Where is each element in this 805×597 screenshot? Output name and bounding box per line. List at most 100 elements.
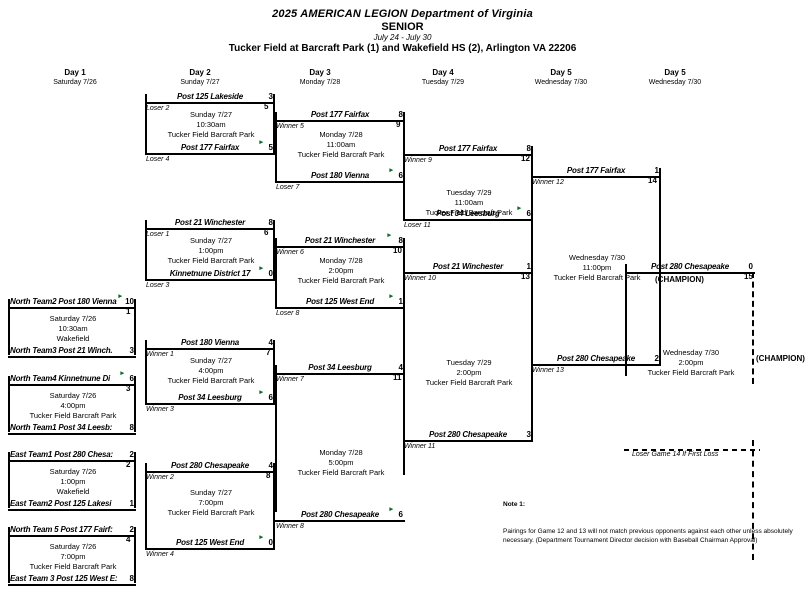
- game-3-top-slot[interactable]: East Team1 Post 280 Chesa: 2: [8, 450, 136, 462]
- game-3-bottom-slot[interactable]: East Team2 Post 125 Lakesi 1: [8, 499, 136, 511]
- game-8-top-slot[interactable]: Post 280 Chesapeake 4: [145, 461, 275, 473]
- game-7-bottom-team: Post 34 Leesburg: [178, 393, 242, 402]
- game-9-date: Monday 7/28: [319, 130, 363, 139]
- game-12-top-score: 8: [526, 144, 531, 153]
- game-1-top-slot[interactable]: North Team2 Post 180 Vienna ▸ 10: [8, 293, 136, 309]
- day-column-6-name: Day 5: [664, 68, 686, 77]
- game-3-number: 2: [126, 460, 131, 469]
- game-6-top-score: 8: [268, 218, 273, 227]
- game-4-info: Saturday 7/26 7:00pm Tucker Field Barcra…: [12, 542, 134, 572]
- game-9-top-slot[interactable]: Post 177 Fairfax 8: [275, 110, 405, 122]
- game-14-bottom-score: 2: [654, 354, 659, 363]
- game-4-top-team: North Team 5 Post 177 Fairf:: [10, 525, 113, 534]
- game-11-bottom-advance-icon: ▸: [389, 506, 393, 513]
- game-2-top-slot[interactable]: North Team4 Kinnetnune Di ▸ 6: [8, 370, 136, 386]
- game-12-top-slot[interactable]: Post 177 Fairfax 8: [403, 144, 533, 156]
- game-5-info: Sunday 7/27 10:30am Tucker Field Barcraf…: [150, 110, 272, 140]
- game-15-number: 15: [744, 272, 753, 281]
- game-5-right-bar: [273, 94, 275, 154]
- game-8-bottom-slot[interactable]: Post 125 West End ▸ 0: [145, 534, 275, 550]
- game-2-left-bar: [8, 376, 10, 432]
- game-11-top-slot[interactable]: Post 34 Leesburg 4: [275, 363, 405, 375]
- game-7-bottom-score: 6: [268, 393, 273, 402]
- game-15-top-slot[interactable]: Post 280 Chesapeake 0: [625, 262, 755, 274]
- game-1-top-advance-icon: ▸: [118, 293, 122, 300]
- game-6-top-team: Post 21 Winchester: [174, 218, 246, 227]
- game-1-bottom-slot[interactable]: North Team3 Post 21 Winch. 3: [8, 346, 136, 358]
- game-9-bottom-advance-icon: ▸: [389, 167, 393, 174]
- game-5-bottom-score: 5: [268, 143, 273, 152]
- game-2-top-advance-icon: ▸: [120, 370, 124, 377]
- game-6-top-slot[interactable]: Post 21 Winchester 8: [145, 218, 275, 230]
- game-14-info: Wednesday 7/30 11:00pm Tucker Field Barc…: [536, 253, 658, 283]
- game-13-bottom-slot[interactable]: Post 280 Chesapeake 3: [403, 430, 533, 442]
- game-10-bottom-slot[interactable]: Post 125 West End ▸ 1: [275, 293, 405, 309]
- game-11-bottom-slot[interactable]: Post 280 Chesapeake ▸ 6: [275, 506, 405, 522]
- game-10-bottom-score: 1: [398, 297, 403, 306]
- loser-game-14-dashed-connector: [624, 449, 760, 451]
- game-9-field: Tucker Field Barcraft Park: [297, 150, 385, 159]
- game-10-time: 2:00pm: [328, 266, 354, 275]
- game-10-top-team: Post 21 Winchester: [304, 236, 376, 245]
- game-7-info: Sunday 7/27 4:00pm Tucker Field Barcraft…: [150, 356, 272, 386]
- game-15-bottom-source: Loser Game 14 If First Loss: [632, 451, 719, 458]
- game-2-bottom-slot[interactable]: North Team1 Post 34 Leesb: 8: [8, 423, 136, 435]
- game-10-top-slot[interactable]: Post 21 Winchester ▸ 8: [275, 232, 405, 248]
- game-6-time: 1:00pm: [198, 246, 224, 255]
- game-4-bottom-score: 8: [129, 574, 134, 583]
- game-10-field: Tucker Field Barcraft Park: [297, 276, 385, 285]
- game-8-field: Tucker Field Barcraft Park: [167, 508, 255, 517]
- game-8-number: 8: [266, 471, 271, 480]
- game-3-date: Saturday 7/26: [49, 467, 97, 476]
- notes-section: Note 1: Pairings for Game 12 and 13 will…: [503, 464, 803, 597]
- game-12-bottom-team: Post 34 Leesburg: [436, 209, 500, 218]
- game-15-field: Tucker Field Barcraft Park: [647, 368, 735, 377]
- game-14-top-slot[interactable]: Post 177 Fairfax 1: [531, 166, 661, 178]
- game-3-right-bar: [134, 452, 136, 508]
- game-15-top-champion-label: (CHAMPION): [655, 275, 704, 284]
- game-4-top-slot[interactable]: North Team 5 Post 177 Fairf: 2: [8, 525, 136, 537]
- game-2-info: Saturday 7/26 4:00pm Tucker Field Barcra…: [12, 391, 134, 421]
- game-12-bottom-slot[interactable]: Post 34 Leesburg ▸ 6: [403, 205, 533, 221]
- game-8-top-score: 4: [268, 461, 273, 470]
- game-15-date: Wednesday 7/30: [662, 348, 720, 357]
- game-9-bottom-slot[interactable]: Post 180 Vienna ▸ 6: [275, 167, 405, 183]
- game-5-bottom-slot[interactable]: Post 177 Fairfax ▸ 5: [145, 139, 275, 155]
- game-8-time: 7:00pm: [198, 498, 224, 507]
- game-9-left-bar: [275, 112, 277, 182]
- game-5-top-slot[interactable]: Post 125 Lakeside 3: [145, 92, 275, 104]
- game-2-bottom-team: North Team1 Post 34 Leesb:: [10, 423, 113, 432]
- game-5-bottom-advance-icon: ▸: [259, 139, 263, 146]
- day-column-5: Day 5 Wednesday 7/30: [506, 68, 616, 86]
- game-11-info: Monday 7/28 5:00pm Tucker Field Barcraft…: [280, 448, 402, 478]
- loser-path-dashed-bar: [752, 440, 754, 560]
- game-9-bottom-source: Loser 7: [276, 184, 300, 191]
- game-2-number: 3: [126, 384, 131, 393]
- game-8-bottom-source: Winner 4: [146, 551, 174, 558]
- game-1-number: 1: [126, 307, 131, 316]
- game-14-bottom-slot[interactable]: Post 280 Chesapeake 2: [531, 354, 661, 366]
- game-13-bottom-score: 3: [526, 430, 531, 439]
- game-7-top-slot[interactable]: Post 180 Vienna 4: [145, 338, 275, 350]
- game-12-field: Tucker Field Barcraft Park: [425, 208, 513, 217]
- game-2-top-team: North Team4 Kinnetnune Di: [10, 374, 111, 383]
- day-column-3-date: Monday 7/28: [299, 79, 341, 86]
- game-12-top-source: Winner 9: [404, 157, 432, 164]
- game-7-bottom-slot[interactable]: Post 34 Leesburg ▸ 6: [145, 389, 275, 405]
- game-6-bottom-slot[interactable]: Kinnetnune District 17 ▸ 0: [145, 265, 275, 281]
- game-4-field: Tucker Field Barcraft Park: [29, 562, 117, 571]
- game-11-number: 11: [393, 373, 402, 382]
- game-1-bottom-score: 3: [129, 346, 134, 355]
- game-4-left-bar: [8, 527, 10, 583]
- game-1-time: 10:30am: [58, 324, 88, 333]
- day-column-4-date: Tuesday 7/29: [421, 79, 465, 86]
- game-15-top-score: 0: [748, 262, 753, 271]
- game-4-bottom-slot[interactable]: East Team 3 Post 125 West E: 8: [8, 574, 136, 586]
- game-5-bottom-team: Post 177 Fairfax: [180, 143, 240, 152]
- game-13-top-slot[interactable]: Post 21 Winchester 1: [403, 262, 533, 274]
- game-1-bottom-team: North Team3 Post 21 Winch.: [10, 346, 113, 355]
- game-9-top-score: 8: [398, 110, 403, 119]
- game-13-left-bar: [403, 264, 405, 440]
- division-label: SENIOR: [381, 21, 424, 33]
- game-6-right-bar: [273, 220, 275, 280]
